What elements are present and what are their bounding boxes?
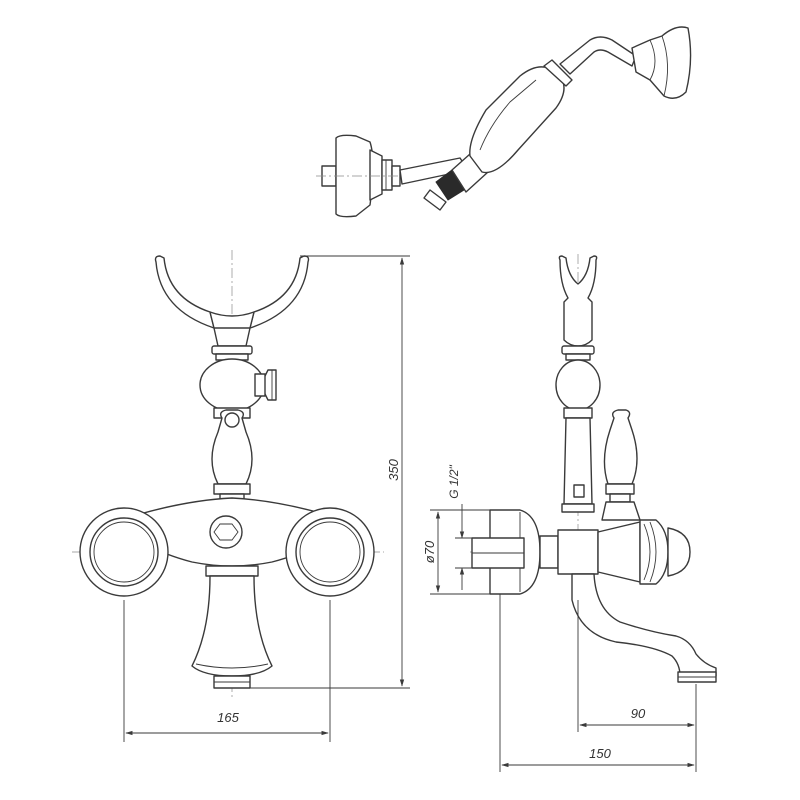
- hand-shower-neck: [559, 36, 637, 75]
- dimension-thread-label: G 1/2": [447, 464, 461, 498]
- spout-side: [571, 573, 717, 683]
- diverter-side: [555, 359, 601, 419]
- shower-cradle: [154, 255, 310, 361]
- spout-front: [191, 565, 273, 689]
- dimension-reach-label: 90: [631, 706, 646, 721]
- front-view: 350 165: [72, 250, 410, 742]
- side-view: ø70 G 1/2" 90 150: [422, 254, 717, 772]
- mixer-body: [133, 497, 331, 567]
- diverter-body: [199, 358, 277, 419]
- hand-shower-handle: [469, 59, 573, 174]
- dimension-spacing-label: 165: [217, 710, 239, 725]
- shower-head: [631, 26, 692, 99]
- lever-handle: [211, 409, 253, 503]
- wall-holder-flange: [316, 134, 404, 218]
- horizontal-body: [539, 519, 691, 585]
- right-inlet-flange: [285, 507, 375, 597]
- hand-shower-assembly: [316, 26, 692, 218]
- dimension-height-label: 350: [386, 458, 401, 480]
- dimension-depth-label: 150: [589, 746, 611, 761]
- left-inlet-flange: [79, 507, 169, 597]
- lever-handle-side: [601, 409, 641, 521]
- dimension-diameter-label: ø70: [422, 540, 437, 563]
- cradle-side: [558, 255, 598, 361]
- wall-flange-side: [471, 509, 541, 595]
- body-column: [561, 417, 595, 513]
